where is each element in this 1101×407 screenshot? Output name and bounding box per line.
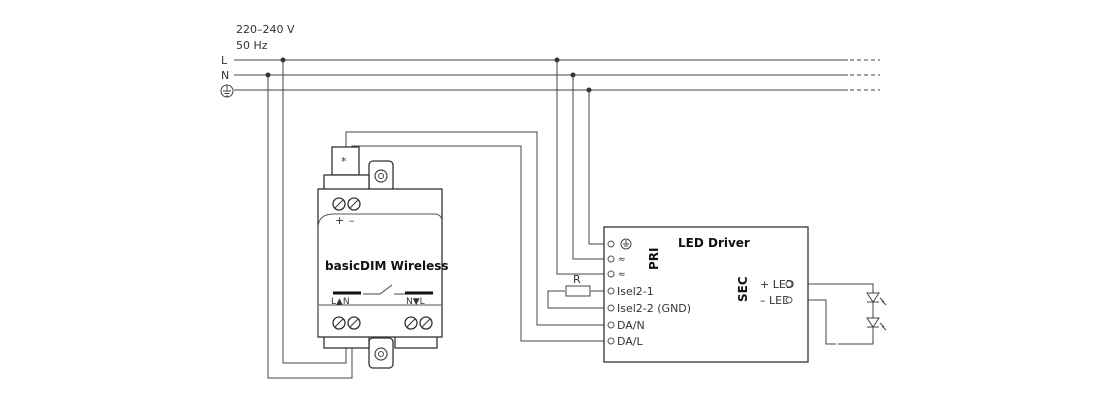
led-icon <box>866 292 887 306</box>
basicdim-wireless-module: * + – basicDIM Wireless L▲N <box>317 146 449 369</box>
isel2-2-label: Isel2-2 (GND) <box>617 302 691 315</box>
led-minus-label: – LED <box>760 294 791 307</box>
earth-symbol-icon <box>220 84 234 98</box>
resistor <box>565 285 591 297</box>
da-l-label: DA/L <box>617 335 644 348</box>
led-icon <box>866 317 887 331</box>
dimmer-name: basicDIM Wireless <box>325 259 449 273</box>
resistor-label: R <box>573 273 581 286</box>
pri-terminal-l-label: ≈ <box>618 270 626 280</box>
left-terminal-label: L▲N <box>331 297 350 307</box>
supply-frequency-label: 50 Hz <box>236 39 268 52</box>
led-driver: LED Driver PRI SEC ≈ ≈ Isel2-1 Isel2-2 (… <box>603 226 809 363</box>
isel2-1-label: Isel2-1 <box>617 285 654 298</box>
sec-label: SEC <box>736 276 750 302</box>
earth-terminal-icon <box>620 238 632 250</box>
minus-label: – <box>349 214 355 227</box>
supply-voltage-label: 220–240 V <box>236 23 295 36</box>
pri-terminal-n-label: ≈ <box>618 255 626 265</box>
driver-name: LED Driver <box>678 236 750 250</box>
supply-bus-lines <box>234 59 880 91</box>
led-plus-label: + LED <box>760 278 794 291</box>
plus-label: + <box>335 214 344 227</box>
line-l-label: L <box>221 54 228 67</box>
pri-label: PRI <box>647 248 661 271</box>
line-n-label: N <box>221 69 229 82</box>
asterisk-label: * <box>341 155 347 168</box>
da-n-label: DA/N <box>617 319 645 332</box>
right-terminal-label: N▼L <box>406 297 425 307</box>
